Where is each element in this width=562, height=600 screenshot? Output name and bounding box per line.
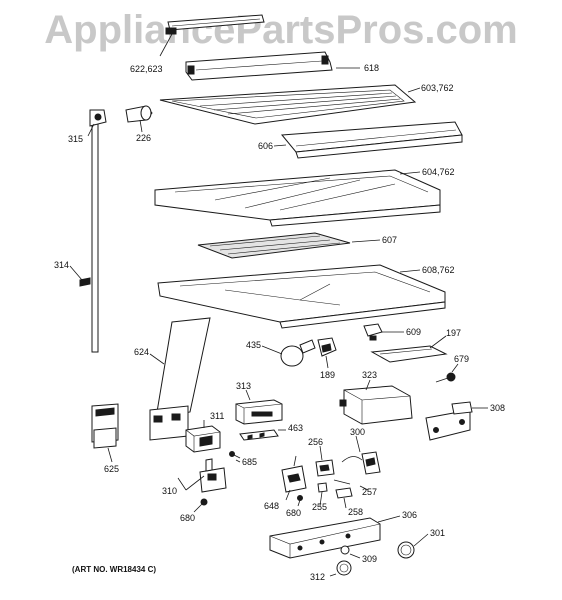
- label-301: 301: [430, 528, 445, 538]
- part-306-base-plate: [269, 517, 381, 559]
- part-463-terminal-block: [239, 429, 279, 441]
- part-315-rod: [89, 109, 107, 353]
- label-258: 258: [348, 507, 363, 517]
- part-189-socket: [317, 337, 337, 357]
- part-labels: 622,623 618 603,762 315 226 606 604,762 …: [54, 63, 505, 582]
- watermark: AppliancePartsPros.com: [44, 8, 518, 52]
- label-315: 315: [68, 134, 83, 144]
- part-300-harness: [341, 451, 381, 475]
- part-685-screw: [229, 451, 241, 459]
- part-609-clip: [363, 323, 383, 341]
- label-622-623: 622,623: [130, 64, 163, 74]
- label-603-762: 603,762: [421, 83, 454, 93]
- label-680-b: 680: [180, 513, 195, 523]
- label-226: 226: [136, 133, 151, 143]
- leader-lines: [69, 33, 488, 577]
- part-622-rail: [165, 14, 265, 35]
- label-648: 648: [264, 501, 279, 511]
- label-685: 685: [242, 457, 257, 467]
- label-311: 311: [210, 411, 224, 421]
- label-309: 309: [362, 554, 377, 564]
- part-312-knob: [336, 560, 352, 576]
- part-603-glass-shelf: [159, 84, 417, 125]
- label-255: 255: [312, 502, 327, 512]
- label-306: 306: [402, 510, 417, 520]
- label-189: 189: [320, 370, 335, 380]
- part-604-crisper-cover: [154, 169, 441, 227]
- label-679: 679: [454, 354, 469, 364]
- label-607: 607: [382, 235, 397, 245]
- label-604-762: 604,762: [422, 167, 455, 177]
- part-435-light-bulb: [280, 339, 316, 367]
- part-323-housing: [339, 385, 413, 425]
- part-314-clip: [79, 277, 91, 287]
- label-313: 313: [236, 381, 251, 391]
- label-197: 197: [446, 328, 461, 338]
- label-312: 312: [310, 572, 325, 582]
- part-308-bracket-plate: [425, 401, 473, 441]
- art-number: (ART NO. WR18434 C): [72, 565, 156, 574]
- part-608-pan-cover: [157, 264, 446, 329]
- part-309-knob: [340, 545, 350, 555]
- label-606: 606: [258, 141, 273, 151]
- part-311-relay: [185, 425, 221, 453]
- label-323: 323: [362, 370, 377, 380]
- part-679-screw: [435, 372, 456, 383]
- part-618-bracket: [185, 51, 333, 81]
- label-608-762: 608,762: [422, 265, 455, 275]
- part-607-filter-mesh: [197, 232, 351, 259]
- label-314: 314: [54, 260, 69, 270]
- part-257-wire: [333, 479, 351, 485]
- part-255-clip: [317, 482, 328, 493]
- label-256: 256: [308, 437, 323, 447]
- label-624: 624: [134, 347, 149, 357]
- part-226-knob: [125, 105, 153, 123]
- part-680-screw-2: [297, 495, 303, 501]
- part-197-gasket: [370, 345, 448, 363]
- label-463: 463: [288, 423, 303, 433]
- part-625-damper: [91, 403, 119, 449]
- label-435: 435: [246, 340, 261, 350]
- part-648-timer: [281, 455, 307, 493]
- part-606-cover: [281, 121, 463, 159]
- part-313-control-box: [235, 399, 283, 425]
- part-258-insulator: [335, 487, 353, 499]
- part-680-screw: [200, 498, 208, 506]
- label-680-a: 680: [286, 508, 301, 518]
- part-301-knob: [397, 541, 415, 559]
- label-300: 300: [350, 427, 365, 437]
- label-625: 625: [104, 464, 119, 474]
- label-308: 308: [490, 403, 505, 413]
- label-618: 618: [364, 63, 379, 73]
- part-624-duct: [149, 317, 211, 441]
- part-310-thermostat: [199, 458, 227, 493]
- label-609: 609: [406, 327, 421, 337]
- part-256-switch: [315, 459, 335, 477]
- label-257: 257: [362, 487, 377, 497]
- label-310: 310: [162, 486, 177, 496]
